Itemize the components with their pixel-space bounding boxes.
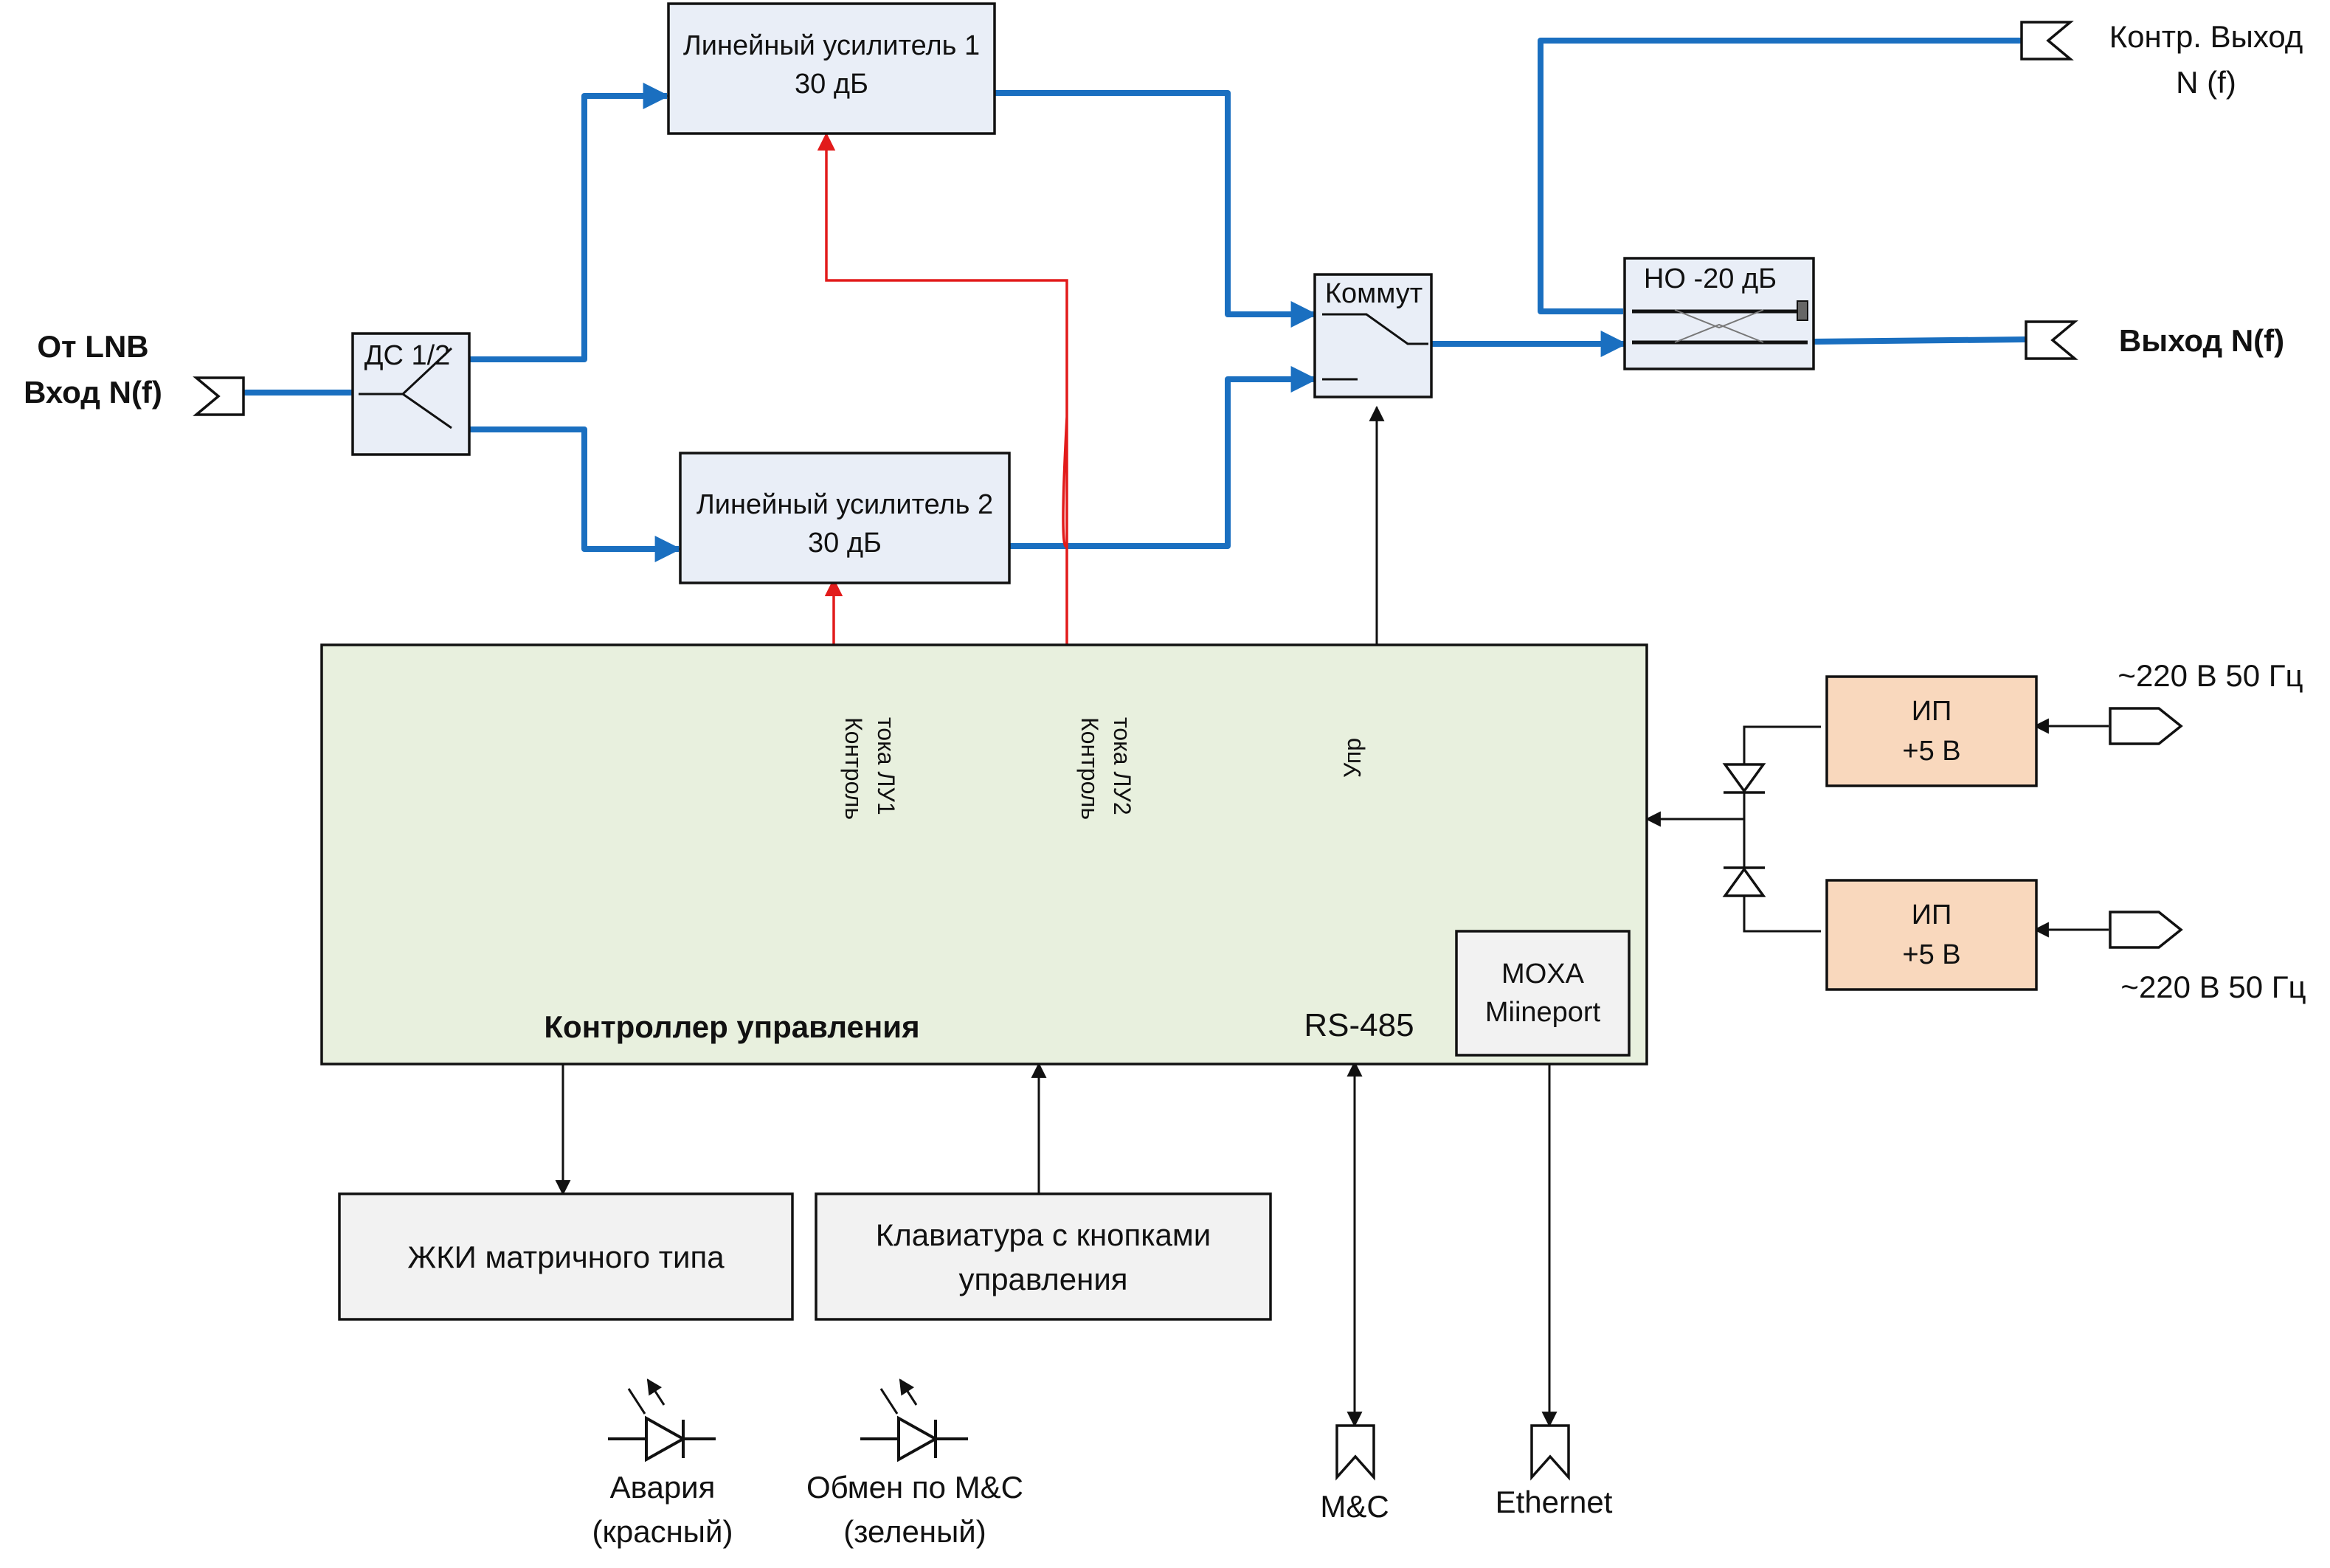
current-sense-2-label-line2: тока ЛУ2 (1109, 717, 1135, 815)
mc-port-connector (1335, 1424, 1375, 1481)
moxa-label-line2: Miineport (1485, 997, 1601, 1028)
psu-2-label-line2: +5 В (1902, 939, 1960, 970)
controller-block: Контроллер управления RS-485 Контроль то… (320, 643, 1648, 1066)
psu-1-label-line2: +5 В (1902, 736, 1960, 767)
led-alarm-label-line2: (красный) (592, 1514, 733, 1549)
amplifier-1-block: Линейный усилитель 1 30 дБ (667, 2, 996, 135)
ethernet-port-label: Ethernet (1496, 1485, 1613, 1519)
mc-port-label: M&C (1320, 1489, 1389, 1524)
input-label-line2: Вход N(f) (24, 375, 162, 410)
rf-line-to-amp2 (469, 426, 682, 562)
led-mc-label-line1: Обмен по M&C (806, 1470, 1023, 1505)
power-bus-line (1743, 725, 1821, 933)
mains-label-2: ~220 В 50 Гц (2120, 970, 2306, 1004)
mains-label-1: ~220 В 50 Гц (2118, 658, 2303, 693)
amplifier-2-name: Линейный усилитель 2 (696, 489, 993, 520)
main-output-connector (2025, 320, 2078, 360)
mains-connector-1 (2109, 707, 2183, 745)
splitter-block: ДС 1/2 (351, 332, 471, 456)
led-mc-label-line2: (зеленый) (843, 1514, 986, 1549)
led-alarm-label-line1: Авария (610, 1470, 716, 1505)
lcd-block: ЖКИ матричного типа (338, 1192, 794, 1321)
input-label-line1: От LNB (37, 329, 148, 364)
led-mc-icon (860, 1380, 968, 1462)
current-sense-1-label-line2: тока ЛУ1 (873, 717, 899, 815)
splitter-label: ДС 1/2 (364, 340, 451, 371)
amplifier-1-gain: 30 дБ (795, 69, 868, 100)
led-alarm-icon (608, 1380, 716, 1462)
psu-1-label-line1: ИП (1912, 696, 1952, 727)
coupler-label: НО -20 дБ (1644, 263, 1777, 294)
current-sense-2-label-line1: Контроль (1076, 717, 1103, 820)
main-output-label: Выход N(f) (2119, 323, 2284, 358)
diode-lower-icon (1722, 866, 1766, 897)
amplifier-1-name: Линейный усилитель 1 (683, 30, 980, 61)
input-connector (193, 376, 245, 416)
switch-label: Коммут (1325, 278, 1422, 309)
moxa-label-line1: MOXA (1501, 959, 1585, 990)
current-sense-1-label-line1: Контроль (840, 717, 867, 820)
monitor-output-label-line1: Контр. Выход (2109, 19, 2303, 54)
control-line-amp1-current (817, 132, 1068, 760)
rf-line-coupler-to-output (1811, 336, 2027, 345)
ethernet-port-connector (1530, 1424, 1570, 1481)
lcd-label: ЖКИ матричного типа (407, 1240, 725, 1274)
rf-line-to-amp1 (469, 83, 670, 362)
amplifier-2-gain: 30 дБ (808, 528, 882, 559)
moxa-block: MOXA Miineport (1455, 930, 1631, 1057)
psu-2-label-line1: ИП (1912, 899, 1952, 930)
coupler-block: НО -20 дБ (1623, 257, 1815, 370)
diode-upper-icon (1722, 763, 1766, 794)
switch-block: Коммут (1313, 273, 1433, 398)
keypad-label-line1: Клавиатура с кнопками (876, 1218, 1211, 1252)
mains-connector-2 (2109, 911, 2183, 949)
rf-line-amp2-to-switch (1009, 366, 1318, 549)
keypad-label-line2: управления (958, 1262, 1127, 1296)
controller-title: Контроллер управления (544, 1009, 919, 1044)
keypad-block: Клавиатура с кнопками управления (815, 1192, 1272, 1321)
rf-line-amp1-to-switch (995, 90, 1318, 328)
psu-2-block: ИП +5 В (1825, 879, 2038, 991)
amplifier-2-block: Линейный усилитель 2 30 дБ (679, 452, 1011, 584)
rf-line-monitor-output (1538, 38, 2022, 314)
control-label: Упр (1339, 738, 1366, 778)
monitor-output-label-line2: N (f) (2176, 65, 2236, 100)
psu-1-block: ИП +5 В (1825, 675, 2038, 787)
controller-bus-label: RS-485 (1304, 1007, 1414, 1043)
monitor-output-connector (2020, 21, 2074, 61)
